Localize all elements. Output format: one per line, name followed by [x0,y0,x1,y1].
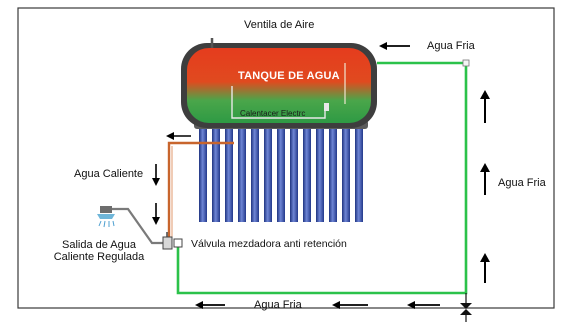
up-arrow-icon [480,253,490,283]
mixing-valve-label: Válvula mezdadora anti retención [191,238,347,250]
hot-water-label: Agua Caliente [74,168,144,180]
regulated-hot-water-label-line1: Salida de Agua [61,239,136,251]
vacuum-tube [290,126,298,222]
vacuum-tube [316,126,324,222]
vacuum-tube [355,126,363,222]
left-arrow-icon [379,42,410,50]
heater-terminal [324,103,329,111]
down-arrow-icon [152,164,160,186]
electric-heater-element [231,86,326,119]
outlet-pipe [110,207,164,245]
vacuum-tube [238,126,246,222]
vacuum-tube [329,126,337,222]
pipe-fitting [462,59,470,67]
electric-heater-label: Calentacer Electrc [240,109,306,118]
left-arrow-icon [195,301,225,309]
shower-head-icon [97,206,115,228]
cold-water-return-label: Agua Fria [254,299,302,311]
air-vent-label: Ventila de Aire [244,19,315,31]
left-arrow-icon [407,301,440,309]
cold-water-riser-label: Agua Fria [498,177,546,189]
left-arrow-icon [332,301,368,309]
vacuum-tube [342,126,350,222]
vacuum-tubes [199,126,363,222]
regulated-hot-water-label-line2: Caliente Regulada [53,251,145,263]
vacuum-tube [251,126,259,222]
up-arrow-icon [480,163,490,195]
down-arrow-icon [152,203,160,225]
vacuum-tube [225,126,233,222]
hot-water-pipe [167,141,234,241]
mixing-valve-body [162,236,173,250]
cold-water-valve-icon [460,293,472,322]
diagram-frame [17,7,555,309]
vacuum-tube [303,126,311,222]
vacuum-tube [212,126,220,222]
up-arrow-icon [480,90,490,123]
tank-title: TANQUE DE AGUA [238,70,340,82]
vacuum-tube [277,126,285,222]
vacuum-tube [199,126,207,222]
cold-water-inlet-label: Agua Fria [427,40,475,52]
left-arrow-icon [166,132,191,140]
vacuum-tube [264,126,272,222]
anti-return-valve [173,238,183,248]
